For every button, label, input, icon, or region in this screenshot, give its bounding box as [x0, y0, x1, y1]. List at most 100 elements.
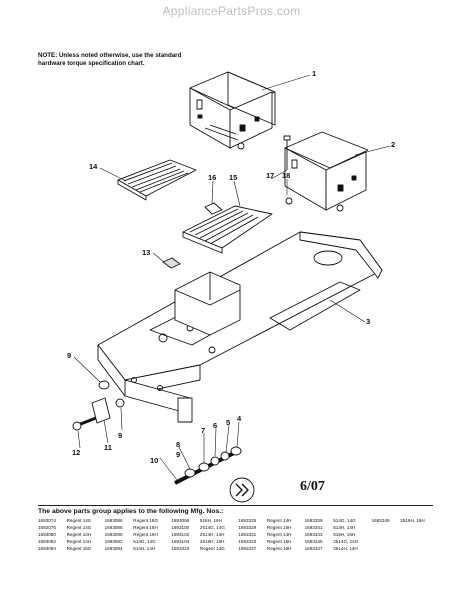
callout-3: 3	[366, 317, 371, 326]
model-name-cell: Regent 16G	[66, 546, 92, 551]
callout-8: 8	[176, 440, 181, 449]
model-name-cell: Regent 16H	[266, 525, 292, 530]
callout-17: 17	[266, 171, 275, 180]
divider	[38, 505, 433, 506]
mfg-number-cell: 1693337	[238, 546, 257, 551]
part-3-frame	[97, 231, 383, 423]
callout-7: 7	[201, 426, 206, 435]
part-13-small-pad	[162, 257, 181, 269]
mfg-number-cell: 1693090	[104, 532, 123, 537]
part-18-washer	[285, 197, 293, 205]
model-name-cell: Regent 16H	[133, 525, 158, 530]
callout-16: 16	[208, 173, 217, 182]
callout-11: 11	[104, 443, 112, 452]
mfg-number-cell: 1693339	[304, 518, 323, 523]
model-name-cell	[400, 532, 438, 539]
model-name-cell: 2516H, 16H	[199, 539, 225, 544]
mfg-number-cell: 1693094	[104, 546, 123, 551]
part-14-foot-pad	[117, 159, 197, 201]
mfg-number-cell: 1693092	[104, 539, 123, 544]
part-1-bracket	[189, 71, 276, 150]
model-name-cell: 516H, 16H	[333, 532, 356, 537]
part-9-washer-lower	[115, 398, 125, 408]
mfg-number-cell: 1693084	[38, 546, 56, 551]
model-name-cell: Regent 14H	[66, 539, 92, 544]
callout-1: 1	[312, 69, 317, 78]
callout-13: 13	[142, 248, 151, 257]
callout-5: 5	[226, 418, 231, 427]
callout-12: 12	[72, 448, 81, 457]
model-name-cell	[400, 539, 438, 546]
mfg-number-cell: 1693080	[38, 532, 56, 537]
model-name-cell: Regent 14H	[266, 518, 292, 523]
callout-9-axle: 9	[176, 450, 181, 459]
part-16-fastener	[204, 202, 223, 215]
mfg-number-cell: 1693104	[171, 539, 190, 544]
callout-15: 15	[229, 173, 238, 182]
table-row: 1693080 Regent 14H 1693090 Regent 16H 169310…	[38, 532, 438, 539]
mfg-number-cell: 1693325	[238, 518, 257, 523]
table-row: 1693082 Regent 14H 1693092 514G, 14G 1693104…	[38, 539, 438, 546]
torque-note: NOTE: Unless noted otherwise, use the st…	[38, 52, 182, 67]
mfg-number-cell: 1693102	[171, 532, 190, 537]
model-name-cell: 2514H, 14H	[333, 546, 358, 551]
model-name-cell: Regent 16H	[266, 539, 292, 544]
part-11-bracket	[91, 397, 111, 424]
mfg-number-cell: 1693074	[38, 518, 56, 523]
callout-10: 10	[150, 456, 159, 465]
applies-heading: The above parts group applies to the fol…	[38, 508, 224, 515]
mfg-number-cell: 1693333	[238, 539, 257, 544]
mfg-number-cell: 1693082	[38, 539, 56, 544]
callout-14: 14	[89, 162, 98, 171]
model-name-cell: Regent 14G	[66, 525, 92, 530]
lubrication-symbol	[229, 477, 255, 503]
model-name-cell: 514G, 14G	[333, 518, 356, 523]
model-name-cell: 514G, 14G	[133, 539, 156, 544]
callout-9-lower: 9	[118, 431, 123, 440]
mfg-number-cell: 1693341	[304, 525, 323, 530]
mfg-number-cell	[372, 546, 401, 553]
mfg-number-cell: 1693088	[104, 525, 123, 530]
watermark: AppliancePartsPros.com	[162, 4, 301, 18]
mfg-number-cell: 1693349	[371, 518, 390, 523]
axle-hardware-stack	[174, 446, 242, 485]
mfg-number-cell: 1693329	[238, 525, 257, 530]
mfg-number-cell: 1693343	[304, 532, 323, 537]
part-9-bushing	[98, 380, 110, 390]
model-name-cell: 2514H, 14H	[199, 532, 225, 537]
mfg-number-cell: 1693100	[171, 525, 190, 530]
mfg-number-cell: 1693098	[171, 518, 190, 523]
mfg-number-cell: 1693323	[171, 546, 190, 551]
mfg-number-cell: 1693347	[304, 546, 323, 551]
model-name-cell: Regent 16H	[133, 532, 158, 537]
mfg-number-cell: 1693331	[238, 532, 257, 537]
model-name-cell: Regent 14H	[66, 532, 92, 537]
model-name-cell: 514H, 14H	[333, 525, 356, 530]
part-17-bolt	[283, 135, 291, 170]
mfg-number-cell	[372, 539, 401, 546]
part-15-foot-pad	[182, 205, 273, 254]
callout-9-upper: 9	[67, 351, 72, 360]
model-name-cell	[400, 546, 438, 553]
model-name-cell	[400, 525, 438, 532]
model-name-cell: 2514G, 14G	[333, 539, 359, 544]
model-name-cell: 514H, 14H	[133, 546, 156, 551]
model-name-cell: Regent 14G	[199, 546, 225, 551]
model-name-cell: Regent 18G	[133, 518, 159, 523]
model-name-cell: 2514G, 14G	[199, 525, 225, 530]
callout-18: 18	[282, 171, 291, 180]
callout-6: 6	[213, 421, 218, 430]
model-name-cell: 516H, 16H	[199, 518, 222, 523]
table-row: 1693084 Regent 16G 1693094 514H, 14H 1693323…	[38, 546, 438, 553]
revision-date: 6/07	[300, 479, 325, 494]
mfg-number-cell	[372, 532, 401, 539]
callout-2: 2	[391, 140, 396, 149]
part-12-pin	[72, 416, 97, 431]
callout-4: 4	[237, 414, 242, 423]
model-name-cell: Regent 14H	[266, 532, 292, 537]
mfg-number-cell: 1693345	[304, 539, 323, 544]
